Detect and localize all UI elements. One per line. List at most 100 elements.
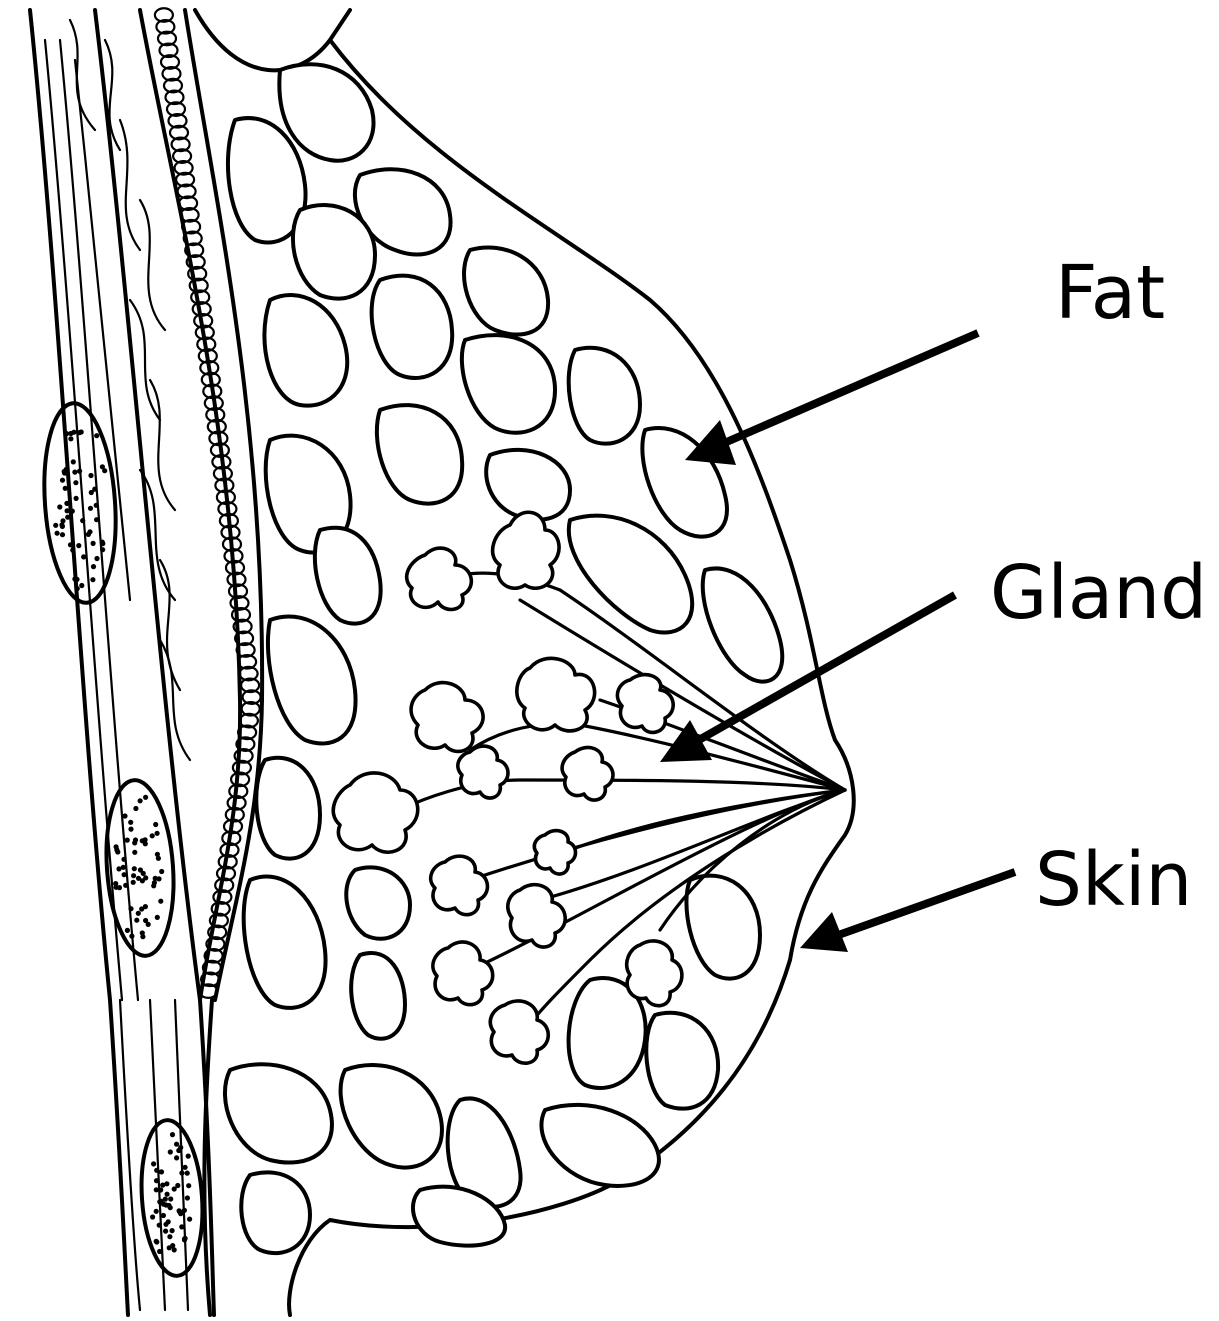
rib-dot	[186, 1154, 191, 1159]
rib-dot	[170, 1132, 175, 1137]
rib-dot	[140, 930, 145, 935]
rib-dot	[121, 865, 126, 870]
rib-dot	[133, 806, 138, 811]
rib-dot	[185, 1195, 190, 1200]
rib-dot	[150, 833, 155, 838]
rib-dot	[163, 1197, 168, 1202]
rib-dot	[182, 1208, 187, 1213]
rib-dot	[60, 524, 65, 529]
rib-dot	[91, 541, 96, 546]
rib-dot	[168, 1149, 173, 1154]
rib-dot	[94, 517, 99, 522]
chest-wall	[30, 10, 214, 1315]
rib-dot	[88, 473, 93, 478]
rib-dot	[163, 1229, 168, 1234]
rib-dot	[174, 1155, 179, 1160]
rib-dot	[100, 464, 105, 469]
rib-dot	[150, 1214, 155, 1219]
rib-dot	[154, 1209, 159, 1214]
rib-dot	[55, 531, 60, 536]
fat-label: Fat	[1055, 250, 1165, 336]
rib-dot	[77, 469, 82, 474]
rib-dot	[182, 1236, 187, 1241]
rib-dot	[65, 508, 70, 513]
rib-dot	[80, 518, 85, 523]
rib-dot	[176, 1148, 181, 1153]
rib-dot	[122, 813, 127, 818]
rib-dot	[186, 1183, 191, 1188]
rib-dot	[128, 827, 133, 832]
rib-dot	[154, 1168, 159, 1173]
rib-dot	[143, 875, 148, 880]
rib-dot	[157, 1223, 162, 1228]
rib-dot	[90, 577, 95, 582]
rib-dot	[68, 436, 73, 441]
rib-dot	[154, 1187, 159, 1192]
rib-dot	[138, 867, 143, 872]
rib-dot	[94, 503, 99, 508]
rib-dot	[123, 883, 128, 888]
rib-dot	[164, 1181, 169, 1186]
rib-dot	[94, 556, 99, 561]
rib-dot	[136, 911, 141, 916]
rib-dot	[68, 542, 73, 547]
rib-dot	[129, 934, 134, 939]
rib-dot	[131, 880, 136, 885]
fat-lobules	[225, 64, 782, 1253]
rib-dot	[62, 469, 67, 474]
rib-dot	[177, 1208, 182, 1213]
rib-dot	[132, 850, 137, 855]
rib-dot	[132, 866, 137, 871]
rib-dot	[70, 509, 75, 514]
rib-dot	[60, 518, 65, 523]
rib-dot	[155, 852, 160, 857]
fat-arrow	[685, 333, 978, 465]
rib-dot	[168, 1196, 173, 1201]
rib-dot	[166, 1219, 171, 1224]
rib-dot	[157, 1199, 162, 1204]
rib-dot	[151, 1161, 156, 1166]
rib-dot	[114, 844, 119, 849]
rib-dot	[64, 501, 69, 506]
rib-dot	[159, 869, 164, 874]
rib-dot	[94, 433, 99, 438]
rib-dot	[74, 496, 79, 501]
rib-dot	[153, 822, 158, 827]
rib-dot	[71, 430, 76, 435]
rib-dot	[179, 1224, 184, 1229]
rib-dot	[81, 554, 86, 559]
rib-dot	[172, 1186, 177, 1191]
rib-dot	[60, 478, 65, 483]
rib-dot	[128, 906, 133, 911]
rib-dot	[100, 547, 105, 552]
rib-dot	[154, 1239, 159, 1244]
rib-dot	[161, 1213, 166, 1218]
rib-dot	[77, 430, 82, 435]
rib-dot	[155, 831, 160, 836]
rib-dot	[100, 541, 105, 546]
rib-dot	[88, 506, 93, 511]
rib-dot	[63, 486, 68, 491]
skin-label: Skin	[1035, 837, 1192, 923]
rib-dot	[73, 480, 78, 485]
rib-dot	[167, 1234, 172, 1239]
skin-arrow	[800, 872, 1015, 952]
rib-dot	[143, 795, 148, 800]
rib-dot	[143, 904, 148, 909]
rib-dot	[121, 857, 126, 862]
rib-dot	[79, 583, 84, 588]
rib-dot	[64, 431, 69, 436]
rib-dot	[65, 515, 70, 520]
rib-dot	[134, 918, 139, 923]
rib-dot	[170, 1243, 175, 1248]
rib-dot	[131, 873, 136, 878]
rib-dot	[136, 876, 141, 881]
rib-dot	[143, 837, 148, 842]
rib-dot	[179, 1170, 184, 1175]
rib-dot	[185, 1171, 190, 1176]
rib-dot	[170, 1228, 175, 1233]
rib-dot	[152, 880, 157, 885]
rib-dot	[75, 586, 80, 591]
gland-label: Gland	[990, 550, 1207, 636]
